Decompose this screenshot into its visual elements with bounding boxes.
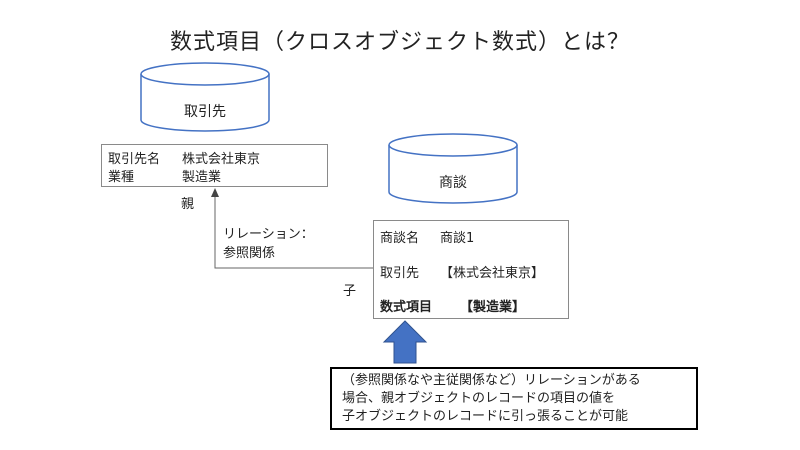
child-field-value: 【株式会社東京】 — [440, 266, 545, 281]
child-field-label: 取引先 — [380, 266, 420, 281]
note-line: 子オブジェクトのレコードに引っ張ることが可能 — [342, 409, 629, 424]
parent-label: 親 — [181, 197, 195, 212]
page-title: 数式項目（クロスオブジェクト数式）とは？ — [169, 30, 630, 55]
child-field-label: 商談名 — [380, 231, 420, 246]
formula-field-value: 【製造業】 — [460, 300, 526, 315]
child-field-value: 商談1 — [440, 231, 475, 246]
child-object-name: 商談 — [439, 175, 467, 191]
relation-connector — [211, 188, 373, 269]
up-arrow-icon — [382, 320, 428, 364]
relation-label-kind: 参照関係 — [223, 246, 276, 261]
parent-field-row: 取引先名 株式会社東京 — [108, 148, 260, 167]
child-object-cylinder — [388, 133, 518, 204]
relation-label-type: リレーション： — [223, 227, 314, 242]
explanation-note: （参照関係なや主従関係など）リレーションがある 場合、親オブジェクトのレコードの… — [330, 367, 698, 430]
formula-field-row: 数式項目 【製造業】 — [380, 296, 525, 315]
parent-object-cylinder — [140, 62, 270, 132]
child-label: 子 — [343, 284, 357, 299]
parent-field-row: 業種 製造業 — [108, 166, 221, 185]
child-field-row: 商談名 商談1 — [380, 227, 474, 246]
parent-field-label: 業種 — [108, 170, 135, 185]
parent-object-name: 取引先 — [184, 104, 226, 120]
parent-field-label: 取引先名 — [108, 152, 161, 167]
note-line: （参照関係なや主従関係など）リレーションがある — [342, 373, 641, 388]
note-line: 場合、親オブジェクトのレコードの項目の値を — [342, 391, 616, 406]
parent-field-value: 株式会社東京 — [182, 152, 261, 167]
child-field-row: 取引先 【株式会社東京】 — [380, 262, 544, 281]
child-record-box: 商談名 商談1 取引先 【株式会社東京】 数式項目 【製造業】 — [373, 220, 569, 319]
parent-field-value: 製造業 — [182, 170, 222, 185]
formula-field-label: 数式項目 — [380, 300, 433, 315]
parent-record-box: 取引先名 株式会社東京 業種 製造業 — [101, 144, 328, 187]
